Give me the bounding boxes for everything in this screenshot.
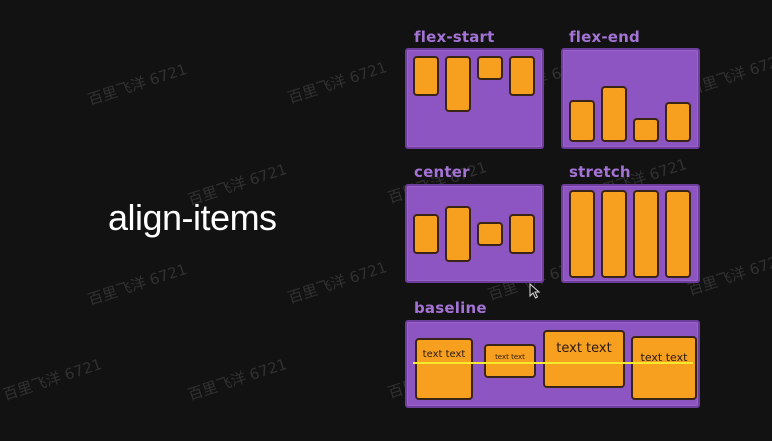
mouse-cursor-icon — [529, 283, 541, 299]
flex-item — [445, 206, 471, 262]
baseline-item-text: text text — [495, 353, 525, 361]
baseline-container: text text text text text text text text — [405, 320, 700, 408]
watermark-text: 百里飞洋 6721 — [0, 355, 105, 405]
flex-item — [477, 56, 503, 80]
flex-item — [445, 56, 471, 112]
flex-item — [601, 190, 627, 278]
watermark-text: 百里飞洋 6721 — [85, 60, 190, 110]
baseline-item: text text — [484, 344, 536, 378]
baseline-item: text text — [543, 330, 625, 388]
flex-item — [665, 102, 691, 142]
stretch-container — [561, 184, 700, 283]
flex-item — [413, 214, 439, 254]
center-container — [405, 184, 544, 283]
watermark-text: 百里飞洋 6721 — [285, 58, 390, 108]
watermark-text: 百里飞洋 6721 — [285, 258, 390, 308]
center-label: center — [414, 163, 470, 181]
flex-end-container — [561, 48, 700, 149]
page-title: align-items — [108, 197, 277, 238]
flex-item — [665, 190, 691, 278]
watermark-text: 百里飞洋 6721 — [185, 355, 290, 405]
flex-start-container — [405, 48, 544, 149]
flex-item — [413, 56, 439, 96]
flex-item — [509, 214, 535, 254]
flex-item — [633, 118, 659, 142]
baseline-indicator-line — [413, 362, 693, 364]
baseline-label: baseline — [414, 299, 487, 317]
stretch-label: stretch — [569, 163, 631, 181]
baseline-item-text: text text — [640, 351, 688, 364]
baseline-item: text text — [415, 338, 473, 400]
flex-item — [633, 190, 659, 278]
watermark-text: 百里飞洋 6721 — [85, 260, 190, 310]
flex-end-label: flex-end — [569, 28, 640, 46]
flex-start-label: flex-start — [414, 28, 495, 46]
baseline-item-text: text text — [556, 341, 612, 356]
flex-item — [569, 100, 595, 142]
flex-item — [477, 222, 503, 246]
flex-item — [601, 86, 627, 142]
baseline-item: text text — [631, 336, 697, 400]
flex-item — [509, 56, 535, 96]
baseline-item-text: text text — [422, 349, 466, 360]
flex-item — [569, 190, 595, 278]
